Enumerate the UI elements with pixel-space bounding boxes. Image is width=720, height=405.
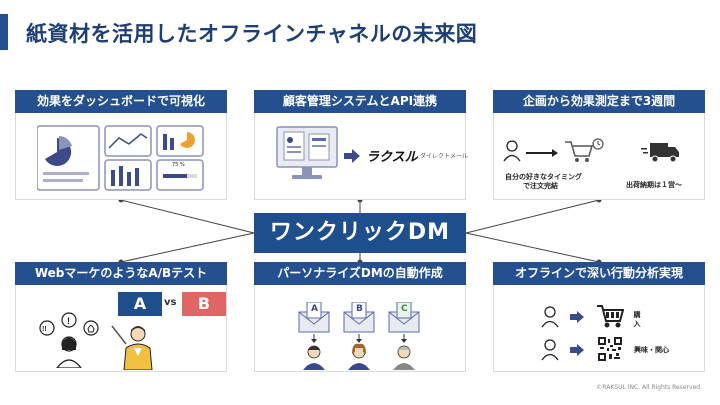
arrow-icon <box>344 149 360 163</box>
svg-text:!: ! <box>67 316 70 326</box>
page-title: 紙資材を活用したオフラインチャネルの未来図 <box>26 22 478 46</box>
arrow-icon <box>570 344 584 356</box>
card-dashboard-heading: 効果をダッシュボードで可視化 <box>15 90 227 113</box>
person-icon <box>541 306 559 328</box>
brand-logo: ラクスル <box>366 150 418 165</box>
card-personalize-heading: パーソナライズDMの自動作成 <box>254 262 466 285</box>
card-abtest-heading: WebマーケのようなA/Bテスト <box>15 262 227 285</box>
speed-label-left-2: で注文完結 <box>523 182 558 190</box>
title-accent-bar <box>0 14 8 50</box>
card-speed-heading: 企画から効果測定まで3週間 <box>493 90 705 113</box>
envelope-label-c: C <box>401 304 408 314</box>
presenter-icon <box>111 325 153 370</box>
copyright: ©RAKSUL INC. All Rights Reserved. <box>596 384 702 391</box>
brand-subtitle: ダイレクトメール <box>420 153 469 160</box>
center-one-click-dm: ワンクリックDM <box>254 213 466 253</box>
truck-icon <box>641 143 679 163</box>
speed-label-right: 出荷納期は１営～ <box>626 181 682 189</box>
dashboard-icon <box>37 125 204 191</box>
envelope-icon <box>298 302 420 370</box>
speed-label-left-1: 自分の好きなタイミング <box>505 173 582 181</box>
envelope-label-a: A <box>311 304 318 314</box>
cart-icon <box>597 305 624 328</box>
monitor-icon <box>276 126 338 179</box>
offline-label-interest: 興味・関心 <box>634 346 669 354</box>
person-icon <box>541 339 559 361</box>
person-icon <box>503 140 521 162</box>
dashboard-percent: 75 % <box>172 162 185 168</box>
card-crm-heading: 顧客管理システムとAPI連携 <box>254 90 466 113</box>
qr-icon <box>598 337 622 361</box>
svg-text:!!: !! <box>42 326 47 333</box>
offline-label-buy: 購入 <box>633 311 641 328</box>
card-offline-heading: オフラインで深い行動分析実現 <box>493 262 705 285</box>
variant-b-badge: B <box>182 292 226 316</box>
envelope-label-b: B <box>356 304 363 314</box>
arrow-icon <box>570 311 584 323</box>
versus-label: vs <box>164 297 177 308</box>
cart-icon <box>565 138 604 162</box>
bulb-icon: !! ! <box>39 312 99 368</box>
variant-a-badge: A <box>118 292 162 316</box>
arrow-icon <box>526 149 558 157</box>
